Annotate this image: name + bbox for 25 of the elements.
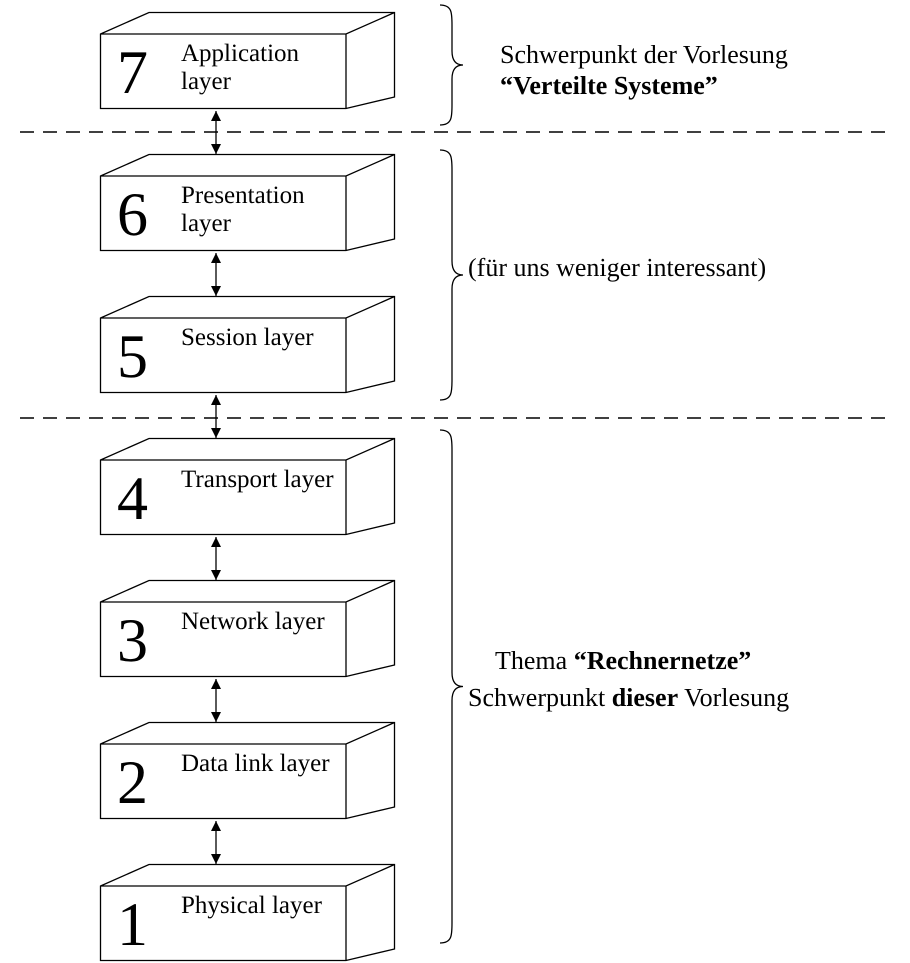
layer-number: 6	[117, 184, 148, 246]
double-arrow	[211, 253, 221, 296]
layer-name: Data link layer	[181, 750, 331, 778]
double-arrow	[211, 537, 221, 580]
layer-name: Network layer	[181, 608, 326, 636]
layer-number: 5	[117, 326, 148, 388]
annotation-text: Schwerpunkt der Vorlesung	[500, 40, 788, 70]
double-arrow	[211, 679, 221, 722]
double-arrow	[211, 395, 221, 438]
annotation-text: Thema “Rechnernetze”	[495, 646, 752, 676]
layer-name: Physical layer	[181, 892, 323, 920]
layer-name: Session layer	[181, 324, 315, 352]
annotation-text: (für uns weniger interessant)	[468, 253, 766, 283]
double-arrow	[211, 111, 221, 154]
layer-number: 3	[117, 610, 148, 672]
layer-number: 1	[117, 894, 148, 956]
layer-number: 2	[117, 752, 148, 814]
layer-name: Transport layer	[181, 466, 335, 494]
annotation-text: “Verteilte Systeme”	[500, 71, 718, 101]
layer-name: Presentation layer	[181, 182, 306, 238]
layer-number: 7	[117, 42, 148, 104]
layer-name: Application layer	[181, 40, 300, 96]
layer-number: 4	[117, 468, 148, 530]
annotation-text: Schwerpunkt dieser Vorlesung	[468, 683, 790, 713]
double-arrow	[211, 821, 221, 864]
